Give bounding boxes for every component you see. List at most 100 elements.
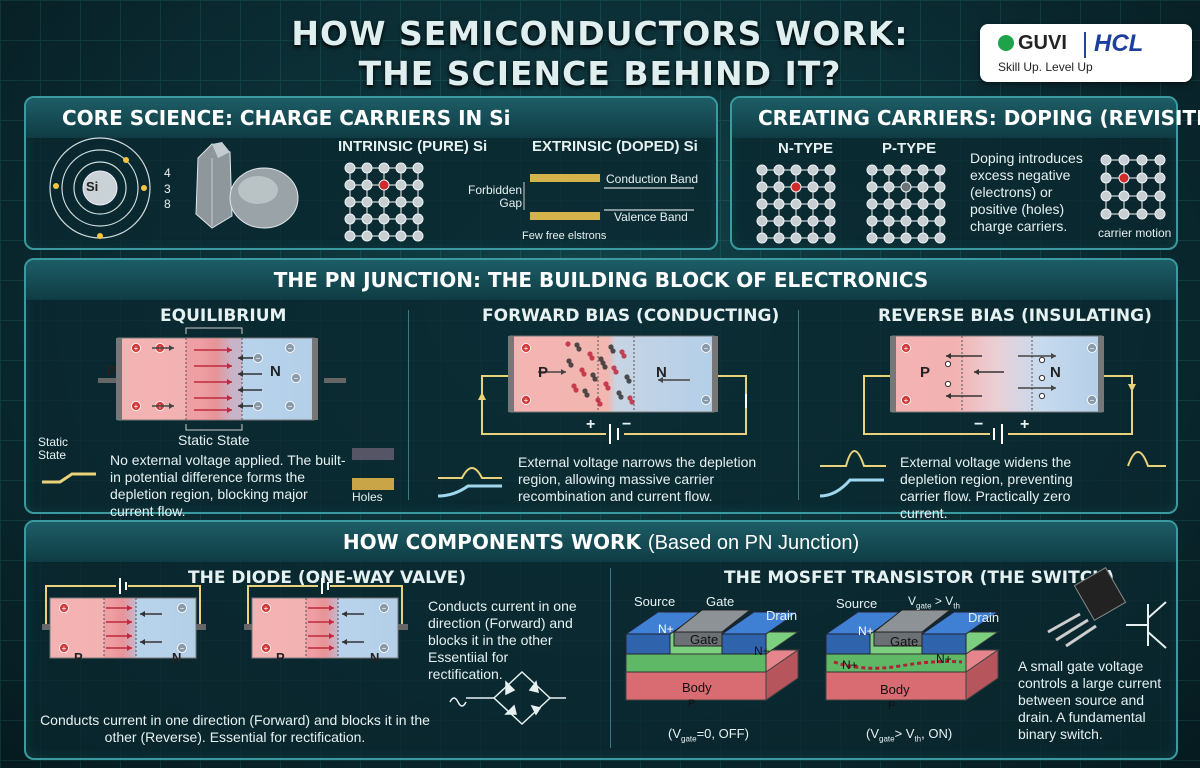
lattice-atom <box>395 179 407 191</box>
eq-n-label: N <box>270 363 281 380</box>
svg-text:−: − <box>288 402 293 411</box>
lattice-atom <box>917 164 929 176</box>
svg-text:+: + <box>134 344 139 353</box>
logo-divider <box>1084 32 1086 58</box>
p-type-label: P-TYPE <box>882 140 937 157</box>
forward-bias-diagram: ++−− <box>437 335 747 498</box>
lattice-atom <box>378 230 390 242</box>
mos-b-nplus-1: N+ <box>858 624 874 638</box>
mos-a-nplus-1: N+ <box>658 622 674 636</box>
svg-text:−: − <box>382 604 387 613</box>
mos-a-nplus-2: N+ <box>754 644 770 658</box>
n-type-label: N-TYPE <box>778 140 834 157</box>
svg-text:−: − <box>382 644 387 653</box>
n-type-lattice <box>756 164 836 244</box>
reverse-bias-text: External voltage widens the depletion re… <box>900 454 1073 521</box>
mos-a-gate-label: Gate <box>706 594 735 609</box>
lattice-atom <box>1118 208 1130 220</box>
logo-partner: HCL <box>1094 30 1144 57</box>
lattice-atom <box>807 232 819 244</box>
svg-text:+: + <box>62 604 67 613</box>
lattice-atom <box>883 198 895 210</box>
mos-b-p: P <box>888 700 896 712</box>
static-state-label: Static State <box>178 432 250 448</box>
diode-a-p-label: P <box>74 650 83 665</box>
lattice-atom <box>900 215 912 227</box>
svg-text:+: + <box>264 644 269 653</box>
eq-p-label: P <box>106 363 117 380</box>
diode-title: THE DIODE (ONE-WAY VALVE) <box>188 568 467 588</box>
lattice-atom <box>824 215 836 227</box>
equilibrium-text: No external voltage applied. The built-i… <box>110 452 346 519</box>
silicon-crystal-icon <box>195 142 233 229</box>
lattice-atom <box>378 179 390 191</box>
holes-label: Holes <box>352 490 383 504</box>
lattice-atom <box>807 181 819 193</box>
lattice-atom <box>866 164 878 176</box>
forward-bias-text: External voltage narrows the depletion r… <box>518 454 757 504</box>
rv-p-label: P <box>920 364 931 381</box>
lattice-atom <box>756 164 768 176</box>
equilibrium-diagram: ++++−−−−− <box>42 327 394 490</box>
bridge-rectifier-icon <box>449 670 566 726</box>
shell-count-1: 4 <box>164 166 171 180</box>
svg-text:+: + <box>264 604 269 613</box>
lattice-atom <box>917 198 929 210</box>
diode-side-text: Conducts current in one direction (Forwa… <box>428 598 577 682</box>
mos-a-drain: Drain <box>766 608 798 623</box>
lattice-atom <box>866 215 878 227</box>
lattice-atom <box>756 215 768 227</box>
logo-brand: GUVI <box>1018 32 1067 54</box>
lattice-atom <box>866 181 878 193</box>
lattice-atom <box>807 215 819 227</box>
lattice-atom <box>824 198 836 210</box>
components-title: HOW COMPONENTS WORK (Based on PN Junctio… <box>26 530 1176 555</box>
mos-b-body: Body <box>880 682 910 697</box>
lattice-atom <box>883 181 895 193</box>
lattice-atom <box>344 230 356 242</box>
svg-text:+: + <box>524 344 529 353</box>
fw-n-label: N <box>656 364 667 381</box>
lattice-atom <box>900 232 912 244</box>
components-title-main: HOW COMPONENTS WORK <box>342 530 641 554</box>
rv-minus: − <box>974 416 984 433</box>
mos-b-gate: Gate <box>890 634 919 649</box>
lattice-atom <box>824 164 836 176</box>
fw-minus: − <box>622 416 632 433</box>
lattice-atom <box>1136 208 1148 220</box>
mos-a-body: Body <box>682 680 712 695</box>
lattice-atom <box>934 164 946 176</box>
energy-band-diagram <box>523 174 694 220</box>
title-line-1: HOW SEMICONDUCTORS WORK: <box>291 14 909 53</box>
extrinsic-label: EXTRINSIC (DOPED) Si <box>532 138 698 155</box>
rv-plus: + <box>1020 416 1030 433</box>
mos-a-source: Source <box>634 594 676 609</box>
lattice-atom <box>1118 154 1130 166</box>
logo-tagline: Skill Up. Level Up <box>998 60 1093 74</box>
mosfet-title: THE MOSFET TRANSISTOR (THE SWITCH) <box>724 568 1115 588</box>
lattice-atom <box>824 181 836 193</box>
mos-off-caption: (Vgate=0, OFF) <box>668 726 749 744</box>
lattice-atom <box>361 179 373 191</box>
p-type-lattice <box>866 164 946 244</box>
diode-b-p-label: P <box>276 650 285 665</box>
lattice-atom <box>934 198 946 210</box>
diode-diagram: ++−− ++−− <box>42 578 566 726</box>
lattice-atom <box>344 196 356 208</box>
title-line-2: THE SCIENCE BEHIND IT? <box>358 54 842 93</box>
mos-b-source: Source <box>836 596 878 611</box>
lattice-atom <box>1100 154 1112 166</box>
lattice-atom <box>866 198 878 210</box>
lattice-atom <box>395 162 407 174</box>
lattice-atom <box>378 196 390 208</box>
lattice-atom <box>412 196 424 208</box>
svg-text:−: − <box>256 354 261 363</box>
lattice-atom <box>790 198 802 210</box>
intrinsic-label: INTRINSIC (PURE) Si <box>338 138 488 155</box>
svg-text:−: − <box>180 644 185 653</box>
doping-title: CREATING CARRIERS: DOPING (REVISITED) <box>758 106 1200 130</box>
mos-b-drain: Drain <box>968 610 1000 625</box>
lattice-atom <box>412 179 424 191</box>
svg-text:+: + <box>62 644 67 653</box>
svg-text:+: + <box>904 396 909 405</box>
